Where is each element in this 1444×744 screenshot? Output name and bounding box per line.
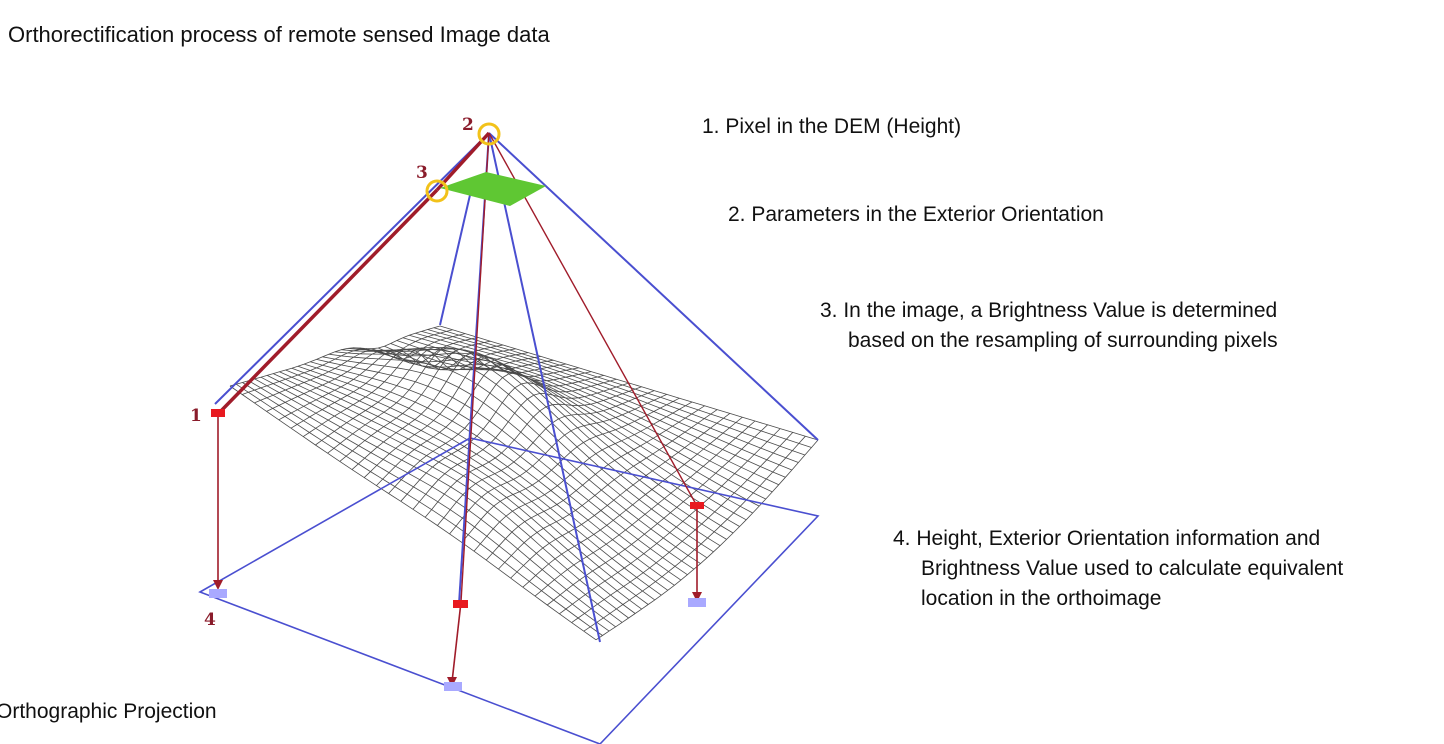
step-3-line-2: based on the resampling of surrounding p… <box>848 329 1278 352</box>
mesh-line <box>522 416 743 588</box>
step-4: 4. Height, Exterior Orientation informat… <box>893 524 1444 614</box>
mesh-line <box>498 409 718 570</box>
point-label-1: 1 <box>190 406 202 426</box>
step-2: 2. Parameters in the Exterior Orientatio… <box>728 200 1104 230</box>
mesh-line <box>315 346 529 446</box>
pixel-marker-icon <box>453 600 468 608</box>
highlight-ring-icon <box>425 179 449 203</box>
mesh-line <box>376 364 592 486</box>
point-label-2: 2 <box>462 115 474 135</box>
mesh-line <box>285 369 656 601</box>
mesh-line <box>384 345 760 507</box>
step-1: 1. Pixel in the DEM (Height) <box>702 112 961 142</box>
resampling-rays <box>216 131 698 603</box>
mesh-line <box>353 347 727 540</box>
mesh-line <box>595 439 819 641</box>
image-plane <box>440 172 546 206</box>
projection-rays <box>214 132 819 643</box>
pixel-marker-icon <box>211 409 225 417</box>
pixel-marker-icon <box>444 682 462 691</box>
step-4-line-2: Brightness Value used to calculate equiv… <box>921 557 1344 580</box>
mesh-line <box>571 432 794 623</box>
mesh-line <box>546 424 768 606</box>
step-3-line-1: 3. In the image, a Brightness Value is d… <box>820 299 1278 322</box>
point-label-4: 4 <box>204 610 216 630</box>
orthographic-drop-lines <box>217 414 698 683</box>
mesh-line <box>302 347 516 437</box>
mesh-line <box>559 428 781 615</box>
mesh-line <box>461 397 680 543</box>
step-3: 3. In the image, a Brightness Value is d… <box>820 296 1420 356</box>
page-title: Orthorectification process of remote sen… <box>8 22 550 47</box>
pixel-marker-icon <box>690 502 704 509</box>
step-1-text: 1. Pixel in the DEM (Height) <box>702 115 962 138</box>
mesh-line <box>433 327 812 448</box>
orthographic-projection-label: Orthographic Projection <box>0 700 217 723</box>
ground-plane <box>198 437 820 744</box>
mesh-line <box>437 390 655 526</box>
mesh-line <box>510 413 731 579</box>
mesh-line <box>339 348 554 462</box>
pixel-marker-icon <box>688 598 706 607</box>
pixel-marker-icon <box>209 589 227 598</box>
mesh-line <box>583 435 806 632</box>
highlight-ring-icon <box>477 122 501 146</box>
point-label-3: 3 <box>416 163 428 183</box>
surface-pixel-markers <box>211 409 704 608</box>
step-4-line-1: 4. Height, Exterior Orientation informat… <box>893 527 1321 550</box>
dem-wireframe-mesh <box>229 325 819 641</box>
mesh-line <box>412 382 630 510</box>
ground-pixel-markers <box>209 589 706 691</box>
mesh-line <box>279 371 649 605</box>
mesh-line <box>351 352 567 470</box>
mesh-line <box>534 420 756 597</box>
mesh-line <box>266 337 478 412</box>
mesh-line <box>229 325 441 387</box>
mesh-line <box>365 348 740 527</box>
mesh-line <box>327 347 541 454</box>
mesh-line <box>449 394 667 535</box>
mesh-line <box>254 333 466 404</box>
step-4-line-3: location in the orthoimage <box>921 587 1162 610</box>
mesh-line <box>242 382 610 632</box>
step-2-text: 2. Parameters in the Exterior Orientatio… <box>728 203 1104 226</box>
mesh-line <box>242 329 453 395</box>
mesh-line <box>424 386 642 518</box>
mesh-line <box>485 405 705 561</box>
mesh-line <box>363 357 579 478</box>
mesh-line <box>388 372 604 494</box>
mesh-line <box>400 378 617 502</box>
